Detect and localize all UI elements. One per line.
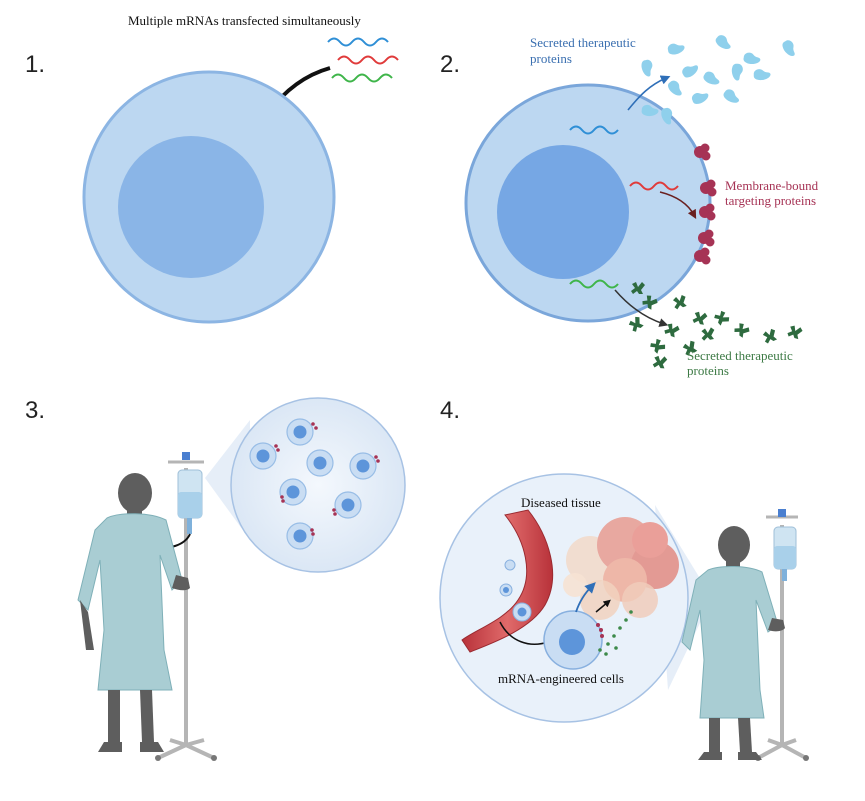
step-2-label: 2. [440, 51, 460, 78]
engineered-cells-label: mRNA-engineered cells [498, 671, 624, 686]
secreted-bottom-label-line1: Secreted therapeutic [687, 348, 793, 363]
mrna-red-internal [629, 181, 679, 191]
secreted-top-label-line1: Secreted therapeutic [530, 35, 636, 50]
patient-panel-4 [681, 526, 785, 760]
mrna-blue-strand [327, 37, 389, 47]
panel-2: 2. Secreted therapeutic proteins [440, 33, 819, 378]
step-1-label: 1. [25, 51, 45, 78]
panel-4: 4. Diseased tissue [439, 397, 809, 761]
membrane-arrow-red [659, 191, 697, 219]
membrane-label-line1: Membrane-bound [725, 178, 819, 193]
mrna-green-internal [569, 279, 619, 289]
transfection-caption: Multiple mRNAs transfected simultaneousl… [128, 13, 361, 28]
secretion-arrow-blue [627, 75, 671, 111]
secretion-arrow-green [614, 289, 669, 327]
nucleus-panel-1 [118, 136, 264, 278]
patient-panel-3 [77, 473, 190, 752]
engineered-cell-panel-4 [543, 582, 633, 670]
membrane-label-line2: targeting proteins [725, 193, 816, 208]
nucleus-panel-2 [497, 145, 629, 279]
zoom-circle-panel-3 [230, 397, 406, 573]
panel-1: 1. Multiple mRNAs transfected simultaneo… [25, 13, 399, 324]
mrna-green-strand [331, 73, 393, 83]
engineered-cells-zoom [249, 418, 380, 550]
mrna-blue-internal [569, 125, 619, 135]
secreted-bottom-label-line2: proteins [687, 363, 729, 378]
step-3-label: 3. [25, 397, 45, 424]
step-4-label: 4. [440, 397, 460, 424]
diseased-tissue-label: Diseased tissue [521, 495, 601, 510]
secreted-top-label-line2: proteins [530, 51, 572, 66]
mrna-red-strand [337, 55, 399, 65]
panel-3: 3. [25, 397, 406, 761]
iv-stand-panel-4 [755, 509, 809, 761]
